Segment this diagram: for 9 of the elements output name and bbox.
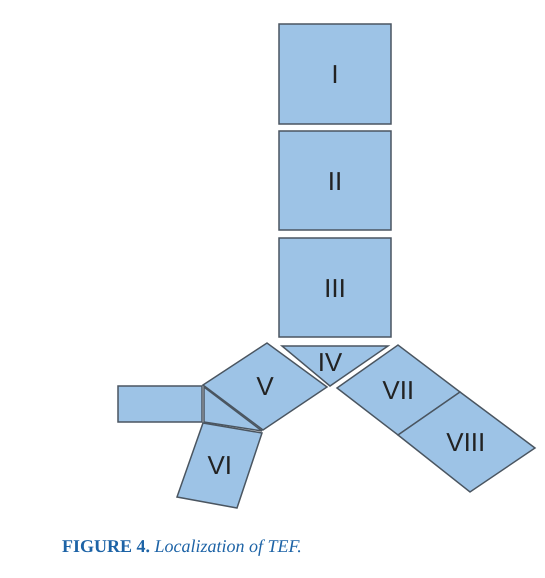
segment-label: III [324, 274, 346, 300]
segment-label: V [256, 373, 274, 400]
segment-label: II [328, 168, 342, 194]
figure-caption: FIGURE 4. Localization of TEF. [62, 536, 302, 557]
segment-label: VIII [446, 428, 486, 455]
segment-label: VII [382, 377, 414, 403]
segment-label: VI [207, 452, 232, 478]
segment-label: I [331, 61, 339, 87]
segment-label: IV [318, 349, 342, 375]
